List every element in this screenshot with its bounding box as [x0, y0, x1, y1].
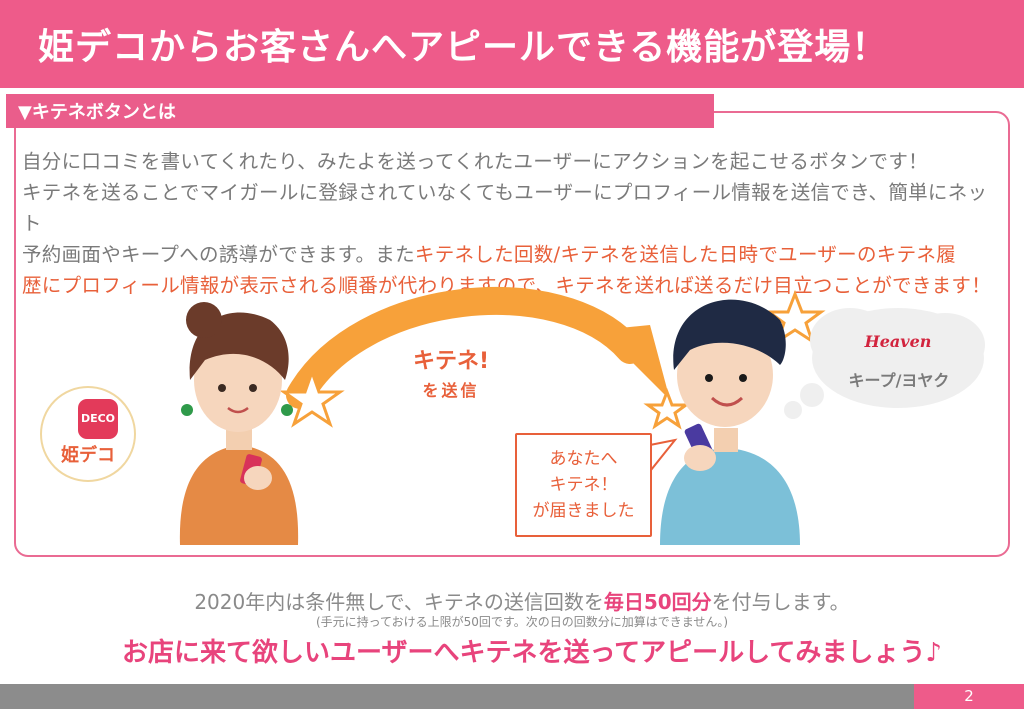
bubble-line-3: が届きました	[532, 501, 635, 521]
description-line-2: キテネを送ることでマイガールに登録されていなくてもユーザーにプロフィール情報を送…	[22, 181, 988, 235]
description-line-3-highlight: キテネした回数/キテネを送信した日時でユーザーのキテネ履	[414, 243, 956, 266]
heaven-logo: Heaven	[864, 332, 932, 351]
note-sub: (手元に持っておける上限が50回です。次の日の回数分に加算はできません。)	[315, 615, 729, 629]
description-line-4: 歴にプロフィール情報が表示される順番が代わりますので、キテネを送れば送るだけ目立…	[22, 274, 992, 297]
notes-area	[0, 571, 1024, 684]
bubble-line-2: キテネ！	[549, 475, 618, 495]
send-arrow-icon	[286, 287, 644, 409]
speech-bubble-tail	[648, 438, 678, 473]
star-icon	[643, 387, 691, 430]
arrow-label-main: キテネ!	[412, 349, 490, 374]
man-illustration	[660, 299, 800, 545]
description-line-3: 予約画面やキープへの誘導ができます。またキテネした回数/キテネを送信した日時でユ…	[22, 239, 1002, 270]
footer-bar	[0, 684, 914, 709]
speech-bubble: あなたへ キテネ！ が届きました	[515, 433, 652, 537]
star-icon	[279, 367, 345, 428]
app-name: 姫デコ	[61, 445, 115, 466]
description-line-1: 自分に口コミを書いてくれたり、みたよを送ってくれたユーザーにアクションを起こせる…	[22, 150, 928, 173]
thought-cloud	[784, 308, 985, 419]
description-text: 自分に口コミを書いてくれたり、みたよを送ってくれたユーザーにアクションを起こせる…	[22, 146, 1002, 301]
note-main-highlight: 毎日50回分	[603, 590, 712, 614]
note-main: 2020年内は条件無しで、キテネの送信回数を毎日50回分を付与します。	[0, 586, 1024, 615]
description-line-3-normal: 予約画面やキープへの誘導ができます。また	[22, 243, 415, 266]
page-number: 2	[914, 684, 1024, 709]
send-arrowhead-icon	[600, 325, 670, 400]
arrow-label: キテネ! を送信	[396, 343, 506, 401]
woman-illustration	[179, 302, 299, 545]
cloud-label: キープ/ヨヤク	[848, 371, 950, 390]
deco-app-icon: DECO	[78, 399, 118, 439]
call-to-action: お店に来て欲しいユーザーへキテネを送ってアピールしてみましょう♪	[122, 638, 942, 668]
note-main-suffix: を付与します。	[711, 590, 850, 614]
bubble-line-1: あなたへ	[549, 449, 618, 469]
section-tab: ▼キテネボタンとは	[6, 94, 714, 128]
arrow-label-sub: を送信	[422, 381, 480, 400]
note-main-prefix: 2020年内は条件無しで、キテネの送信回数を	[194, 590, 604, 614]
page-title: 姫デコからお客さんへアピールできる機能が登場！	[0, 0, 1024, 88]
title-divider	[0, 88, 1024, 92]
